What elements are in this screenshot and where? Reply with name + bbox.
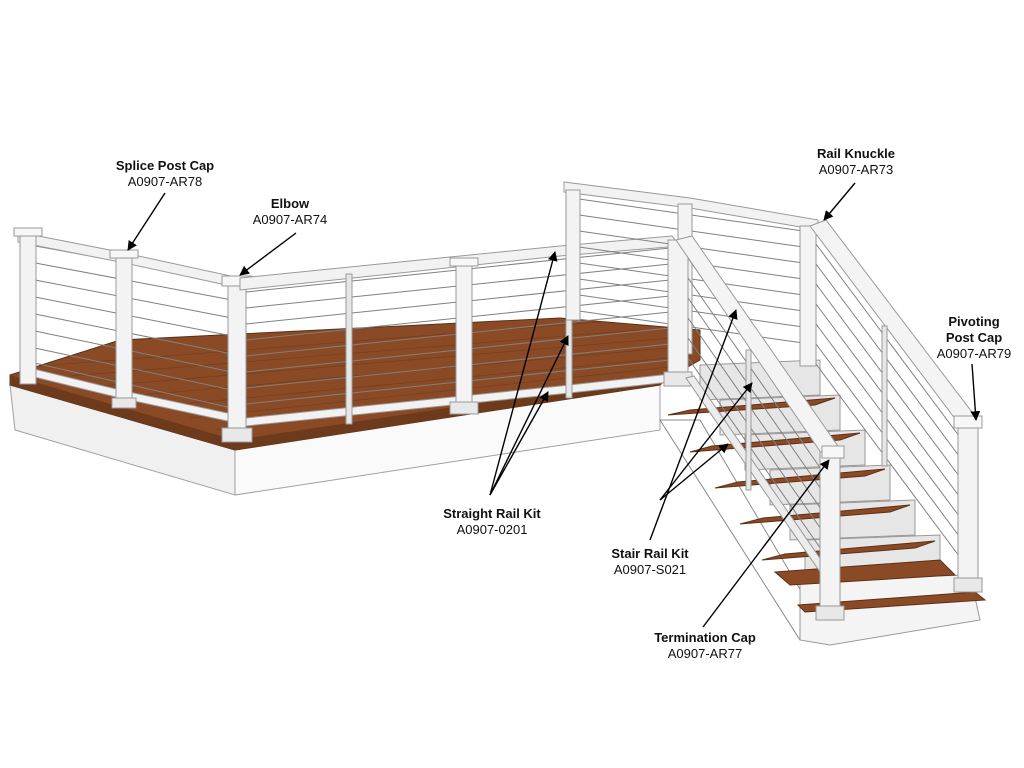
leader-straight-rail-kit-2 bbox=[489, 335, 569, 496]
leader-elbow bbox=[239, 232, 297, 276]
post-stair-top-right bbox=[799, 225, 817, 367]
callout-title: Rail Knuckle bbox=[816, 146, 896, 161]
callout-title-line2: Post Cap bbox=[945, 330, 1003, 345]
callout-elbow: Elbow A0907-AR74 bbox=[240, 196, 340, 228]
callout-part-number: A0907-0201 bbox=[456, 522, 528, 537]
post-pivoting bbox=[957, 421, 979, 587]
leader-stair-rail-kit-2 bbox=[659, 382, 753, 501]
callout-straight-rail-kit: Straight Rail Kit A0907-0201 bbox=[424, 506, 560, 538]
leader-straight-rail-kit-1 bbox=[489, 251, 558, 496]
callout-part-number: A0907-AR73 bbox=[818, 162, 894, 177]
leader-stair-rail-kit-1 bbox=[649, 309, 738, 541]
left-railing bbox=[13, 227, 253, 443]
leader-stair-rail-kit-3 bbox=[659, 443, 729, 501]
callout-part-number: A0907-AR74 bbox=[252, 212, 328, 227]
callout-part-number: A0907-S021 bbox=[613, 562, 687, 577]
post-stair-top-left bbox=[667, 239, 689, 381]
stiffener-1 bbox=[345, 273, 353, 425]
leader-pivoting-post-cap bbox=[970, 363, 981, 421]
callout-title: Termination Cap bbox=[654, 630, 756, 645]
callout-part-number: A0907-AR79 bbox=[936, 346, 1012, 361]
leader-splice-post-cap bbox=[127, 192, 166, 251]
callout-title: Elbow bbox=[270, 196, 310, 211]
leader-rail-knuckle bbox=[823, 182, 856, 221]
callout-title: Straight Rail Kit bbox=[443, 506, 541, 521]
callout-title: Stair Rail Kit bbox=[611, 546, 689, 561]
post-mid bbox=[455, 261, 473, 413]
post-corner-front bbox=[227, 279, 247, 441]
leader-lines bbox=[127, 182, 981, 628]
callout-splice-post-cap: Splice Post Cap A0907-AR78 bbox=[100, 158, 230, 190]
callout-rail-knuckle: Rail Knuckle A0907-AR73 bbox=[796, 146, 916, 178]
callout-pivoting-post-cap: Pivoting Post Cap A0907-AR79 bbox=[928, 314, 1020, 362]
stair-railing-left bbox=[675, 235, 845, 621]
leader-straight-rail-kit-3 bbox=[489, 391, 549, 496]
deck-edge-band bbox=[10, 375, 660, 450]
post-stair-bottom bbox=[819, 451, 841, 621]
callout-termination-cap: Termination Cap A0907-AR77 bbox=[640, 630, 770, 662]
post-corner-left bbox=[19, 231, 37, 385]
callout-part-number: A0907-AR77 bbox=[667, 646, 743, 661]
post-splice bbox=[115, 253, 133, 405]
callout-part-number: A0907-AR78 bbox=[127, 174, 203, 189]
callout-title: Splice Post Cap bbox=[115, 158, 215, 173]
callout-title-line1: Pivoting bbox=[948, 314, 1000, 329]
callout-stair-rail-kit: Stair Rail Kit A0907-S021 bbox=[590, 546, 710, 578]
leader-termination-cap bbox=[702, 459, 830, 628]
